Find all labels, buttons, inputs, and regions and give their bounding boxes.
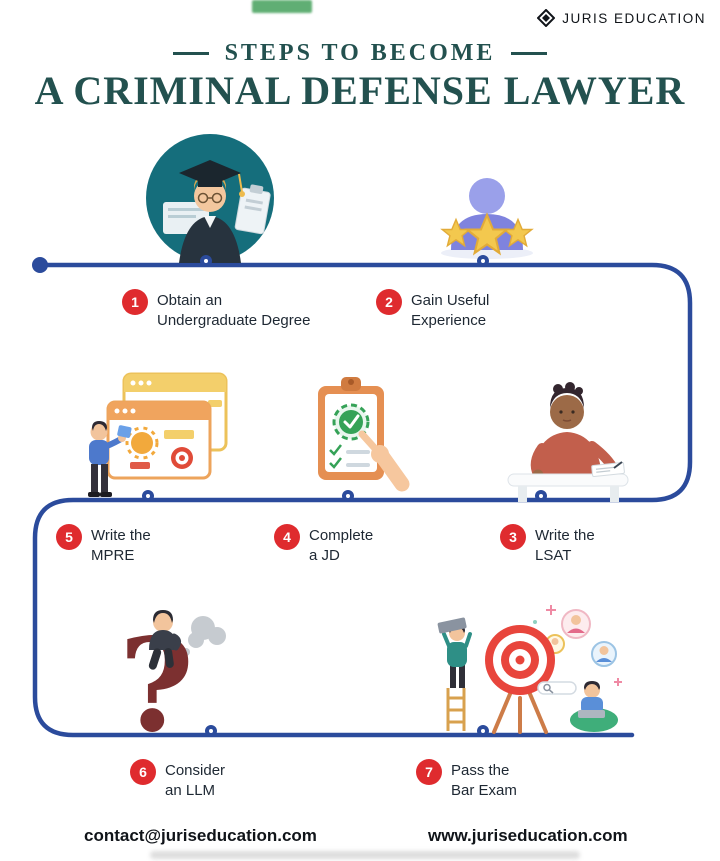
step-5-label-line1: Write the xyxy=(91,527,151,544)
step-7-label-line1: Pass the xyxy=(451,762,510,779)
step-4-illustration xyxy=(298,372,413,499)
step-6-number-badge: 6 xyxy=(130,759,156,785)
step-5-illustration xyxy=(80,368,232,505)
step-2: 2 Gain Useful Experience xyxy=(376,289,489,331)
step-5-label: Write the MPRE xyxy=(91,524,151,566)
step-4-label-line1: Complete xyxy=(309,527,374,544)
step-3-label-line1: Write the xyxy=(535,527,595,544)
question-mark-glyph: ? xyxy=(119,611,194,736)
step-3-label-line2: LSAT xyxy=(535,546,572,564)
step-1-label-line1: Obtain an xyxy=(157,292,223,309)
step-2-number-badge: 2 xyxy=(376,289,402,315)
target-goal-icon xyxy=(437,605,622,734)
step-7-label-line2: Bar Exam xyxy=(451,781,517,799)
step-4-label: Complete a JD xyxy=(309,524,373,566)
step-6: 6 Consider an LLM xyxy=(130,759,225,801)
question-mark-thinker-icon: ? xyxy=(119,610,226,761)
step-2-illustration xyxy=(427,156,547,265)
step-1: 1 Obtain an Undergraduate Degree xyxy=(122,289,310,331)
brand-logo: JURIS EDUCATION xyxy=(537,9,706,27)
step-6-label: Consider an LLM xyxy=(165,759,225,801)
path-node-step-2 xyxy=(477,255,489,267)
step-2-label: Gain Useful Experience xyxy=(411,289,489,331)
footer-website[interactable]: www.juriseducation.com xyxy=(428,826,628,845)
step-7-number-badge: 7 xyxy=(416,759,442,785)
step-5-label-line2: MPRE xyxy=(91,546,135,564)
step-2-label-line2: Experience xyxy=(411,311,487,329)
path-start-dot xyxy=(32,257,48,273)
path-node-step-1 xyxy=(200,255,212,267)
brand-name: JURIS EDUCATION xyxy=(562,10,706,26)
writing-exam-icon xyxy=(507,382,629,502)
step-7: 7 Pass the Bar Exam xyxy=(416,759,517,801)
step-4-number-badge: 4 xyxy=(274,524,300,550)
step-3: 3 Write the LSAT xyxy=(500,524,595,566)
browser-windows-icon xyxy=(88,372,228,497)
bottom-shadow-strip xyxy=(150,851,580,859)
step-3-number-badge: 3 xyxy=(500,524,526,550)
experience-stars-icon xyxy=(440,178,534,259)
step-1-number-badge: 1 xyxy=(122,289,148,315)
path-node-step-6 xyxy=(205,725,217,737)
title-kicker-row: STEPS TO BECOME xyxy=(0,40,720,67)
kicker-dash-left xyxy=(172,52,209,55)
step-5-number-badge: 5 xyxy=(56,524,82,550)
step-4-label-line2: a JD xyxy=(309,546,340,564)
step-1-illustration xyxy=(135,132,285,270)
path-node-step-7 xyxy=(477,725,489,737)
step-7-label: Pass the Bar Exam xyxy=(451,759,517,801)
step-3-illustration xyxy=(492,376,642,507)
step-7-illustration xyxy=(418,602,623,741)
graduate-degree-icon xyxy=(146,134,274,263)
top-green-artifact xyxy=(252,0,312,13)
step-6-illustration: ? xyxy=(103,602,243,761)
step-4: 4 Complete a JD xyxy=(274,524,373,566)
path-node-step-5 xyxy=(142,490,154,502)
step-2-label-line1: Gain Useful xyxy=(411,292,490,309)
clipboard-check-icon xyxy=(318,377,410,492)
step-5: 5 Write the MPRE xyxy=(56,524,151,566)
step-6-label-line1: Consider xyxy=(165,762,226,779)
page-title: A CRIMINAL DEFENSE LAWYER xyxy=(34,68,686,113)
step-3-label: Write the LSAT xyxy=(535,524,595,566)
step-1-label-line2: Undergraduate Degree xyxy=(157,311,311,329)
path-node-step-4 xyxy=(342,490,354,502)
step-1-label: Obtain an Undergraduate Degree xyxy=(157,289,310,331)
juris-education-icon xyxy=(537,9,556,27)
title-kicker: STEPS TO BECOME xyxy=(224,40,496,66)
path-node-step-3 xyxy=(535,490,547,502)
kicker-dash-right xyxy=(511,52,548,55)
footer-contact-email[interactable]: contact@juriseducation.com xyxy=(84,826,317,845)
step-6-label-line2: an LLM xyxy=(165,781,216,799)
